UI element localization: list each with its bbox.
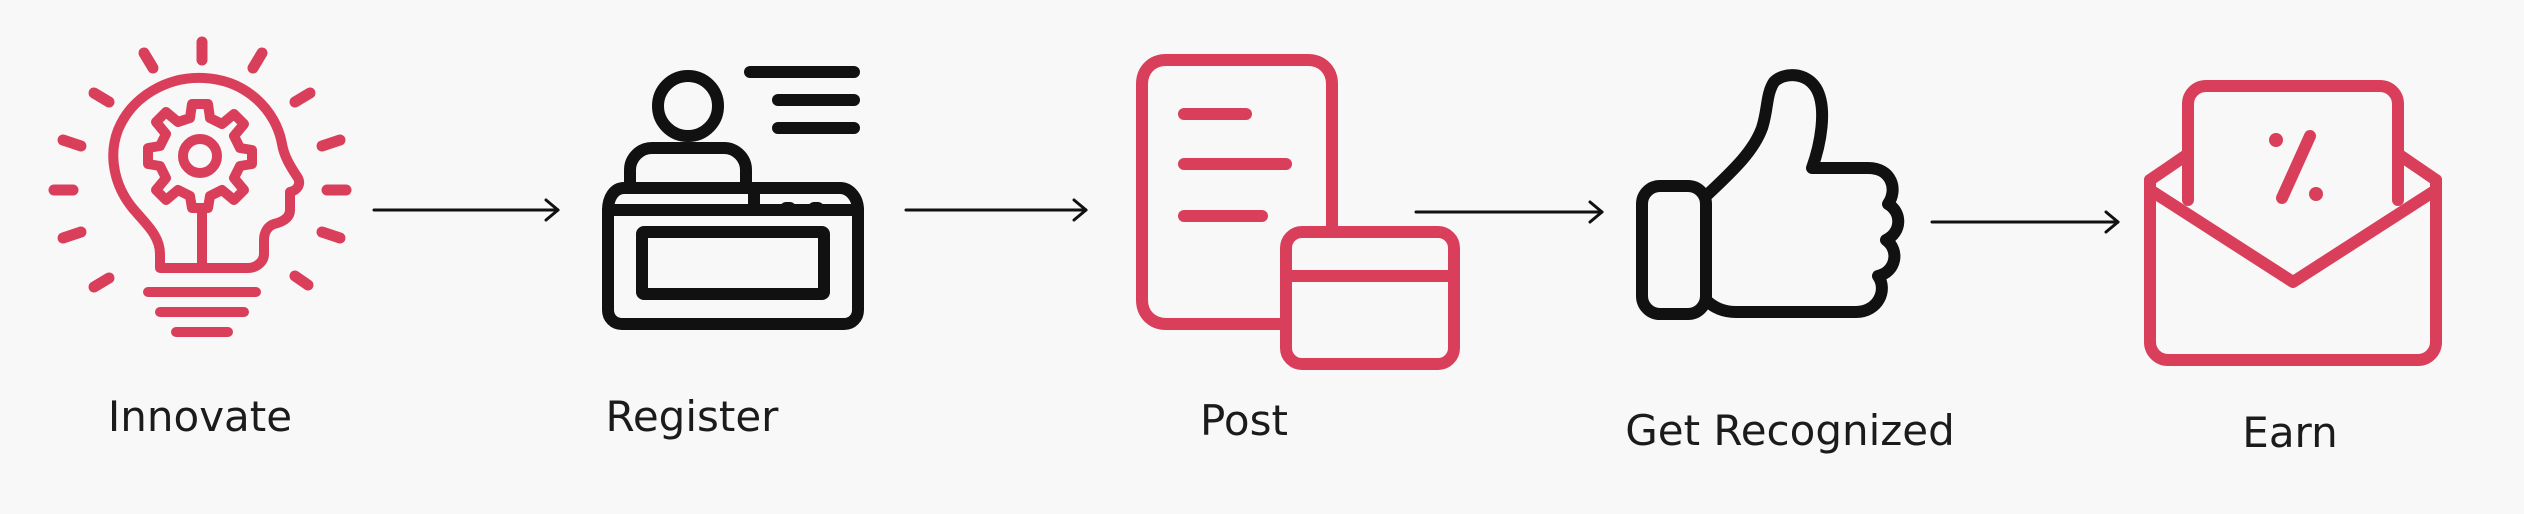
document-post-icon — [1136, 54, 1460, 374]
flow-arrow-2 — [904, 195, 1090, 225]
step-label-innovate: Innovate — [107, 392, 293, 441]
envelope-percent-icon — [2144, 80, 2442, 366]
thumbs-up-icon — [1636, 68, 1912, 324]
step-label-get-recognized: Get Recognized — [1625, 406, 1955, 455]
step-label-earn: Earn — [2242, 408, 2338, 457]
flow-arrow-4 — [1930, 207, 2122, 237]
registration-desk-icon — [600, 60, 866, 330]
step-label-register: Register — [605, 392, 779, 441]
step-label-post: Post — [1200, 396, 1288, 445]
lightbulb-head-gear-icon — [48, 36, 352, 340]
flow-arrow-1 — [372, 195, 562, 225]
flow-arrow-3 — [1414, 197, 1606, 227]
